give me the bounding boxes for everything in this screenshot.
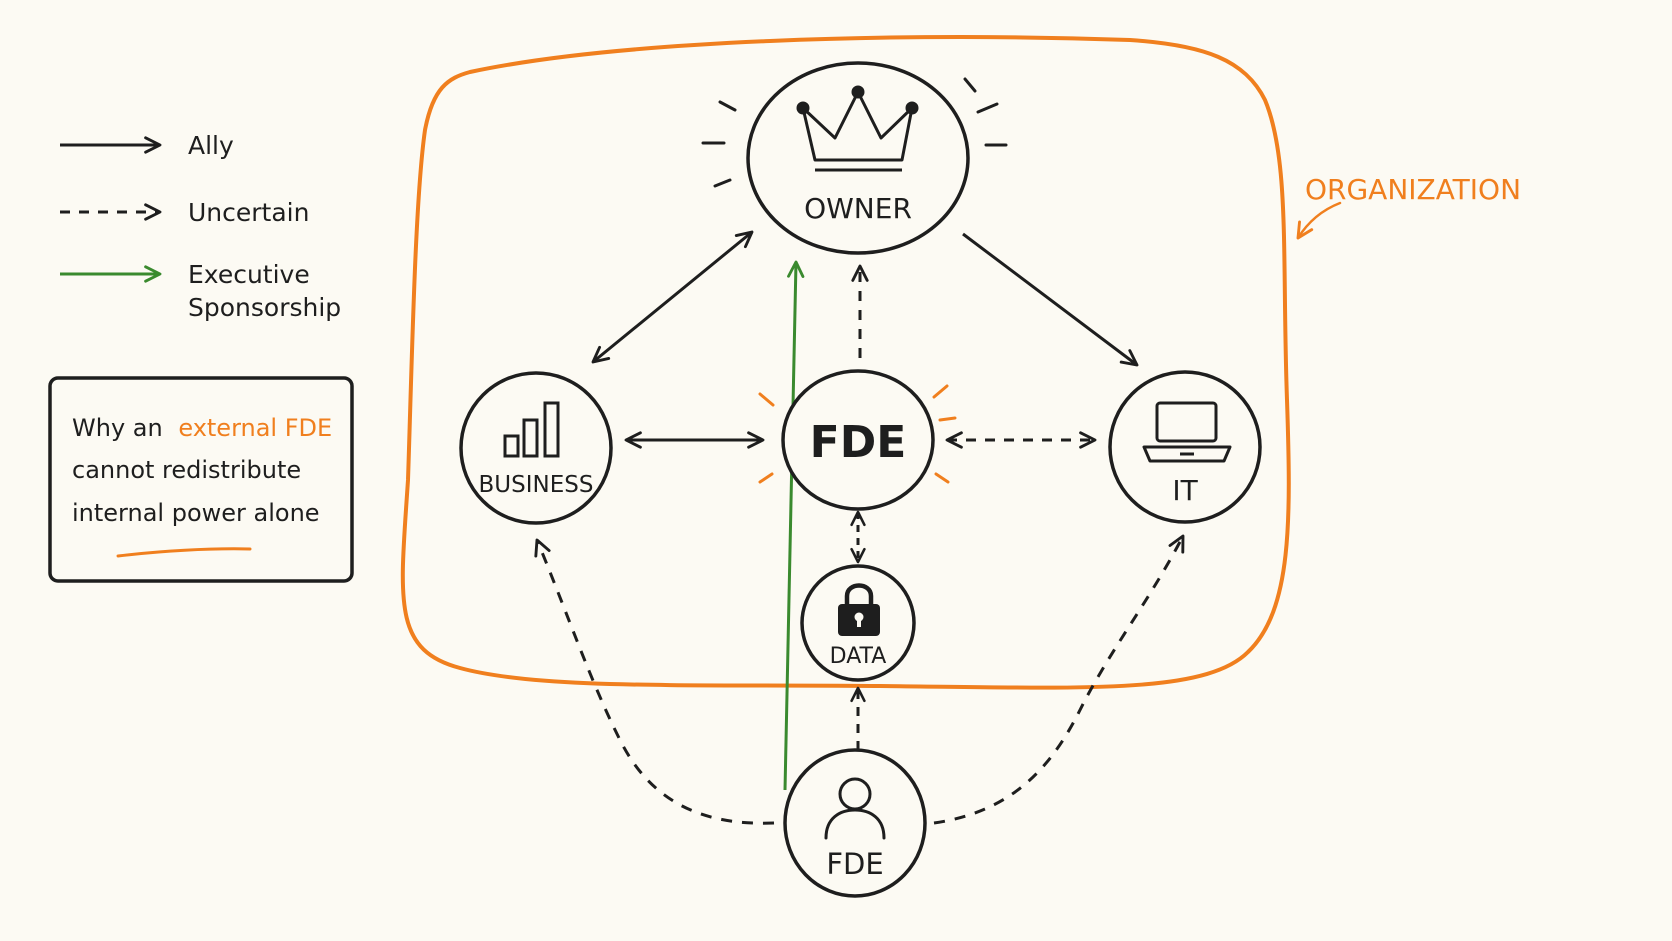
node-owner: OWNER xyxy=(701,61,1008,255)
node-fde-internal: FDE xyxy=(758,369,957,511)
organization-boundary xyxy=(400,35,1291,690)
fde-internal-label: FDE xyxy=(810,417,907,468)
legend-executive-label-line1: Executive xyxy=(188,260,310,289)
legend-executive-label-line2: Sponsorship xyxy=(188,293,341,322)
edge-owner-business xyxy=(591,230,754,364)
edge-executive-sponsorship xyxy=(783,260,805,791)
note-box: Why an external FDE cannot redistribute … xyxy=(48,376,354,583)
note-highlight: external FDE xyxy=(178,414,332,442)
fde-external-label: FDE xyxy=(826,847,883,881)
fde-internal-burst-rays xyxy=(758,384,957,484)
note-why-an: Why an xyxy=(72,414,163,442)
node-business: BUSINESS xyxy=(459,371,613,525)
it-label: IT xyxy=(1172,474,1198,507)
person-icon xyxy=(824,777,886,840)
organization-label: ORGANIZATION xyxy=(1305,173,1521,206)
node-data: DATA xyxy=(800,564,916,682)
owner-label: OWNER xyxy=(804,192,912,225)
node-fde-external: FDE xyxy=(783,748,927,898)
node-it: IT xyxy=(1108,370,1262,524)
laptop-icon xyxy=(1142,401,1232,463)
bar-chart-icon xyxy=(503,401,560,458)
owner-burst-rays xyxy=(701,77,1008,188)
legend: Ally Uncertain Executive Sponsorship xyxy=(60,131,341,322)
note-underline xyxy=(116,547,252,558)
crown-icon xyxy=(796,85,919,172)
note-line2: cannot redistribute xyxy=(72,456,301,484)
business-label: BUSINESS xyxy=(479,472,594,498)
note-line1: Why an external FDE xyxy=(72,414,332,442)
legend-uncertain-label: Uncertain xyxy=(188,198,309,227)
edge-owner-it xyxy=(962,232,1139,367)
organization-pointer-arrow xyxy=(1296,201,1342,240)
lock-icon xyxy=(838,583,880,636)
note-line3: internal power alone xyxy=(72,499,320,527)
edge-external-fde-to-it xyxy=(933,534,1185,825)
data-label: DATA xyxy=(830,644,887,669)
legend-ally-label: Ally xyxy=(188,131,234,160)
